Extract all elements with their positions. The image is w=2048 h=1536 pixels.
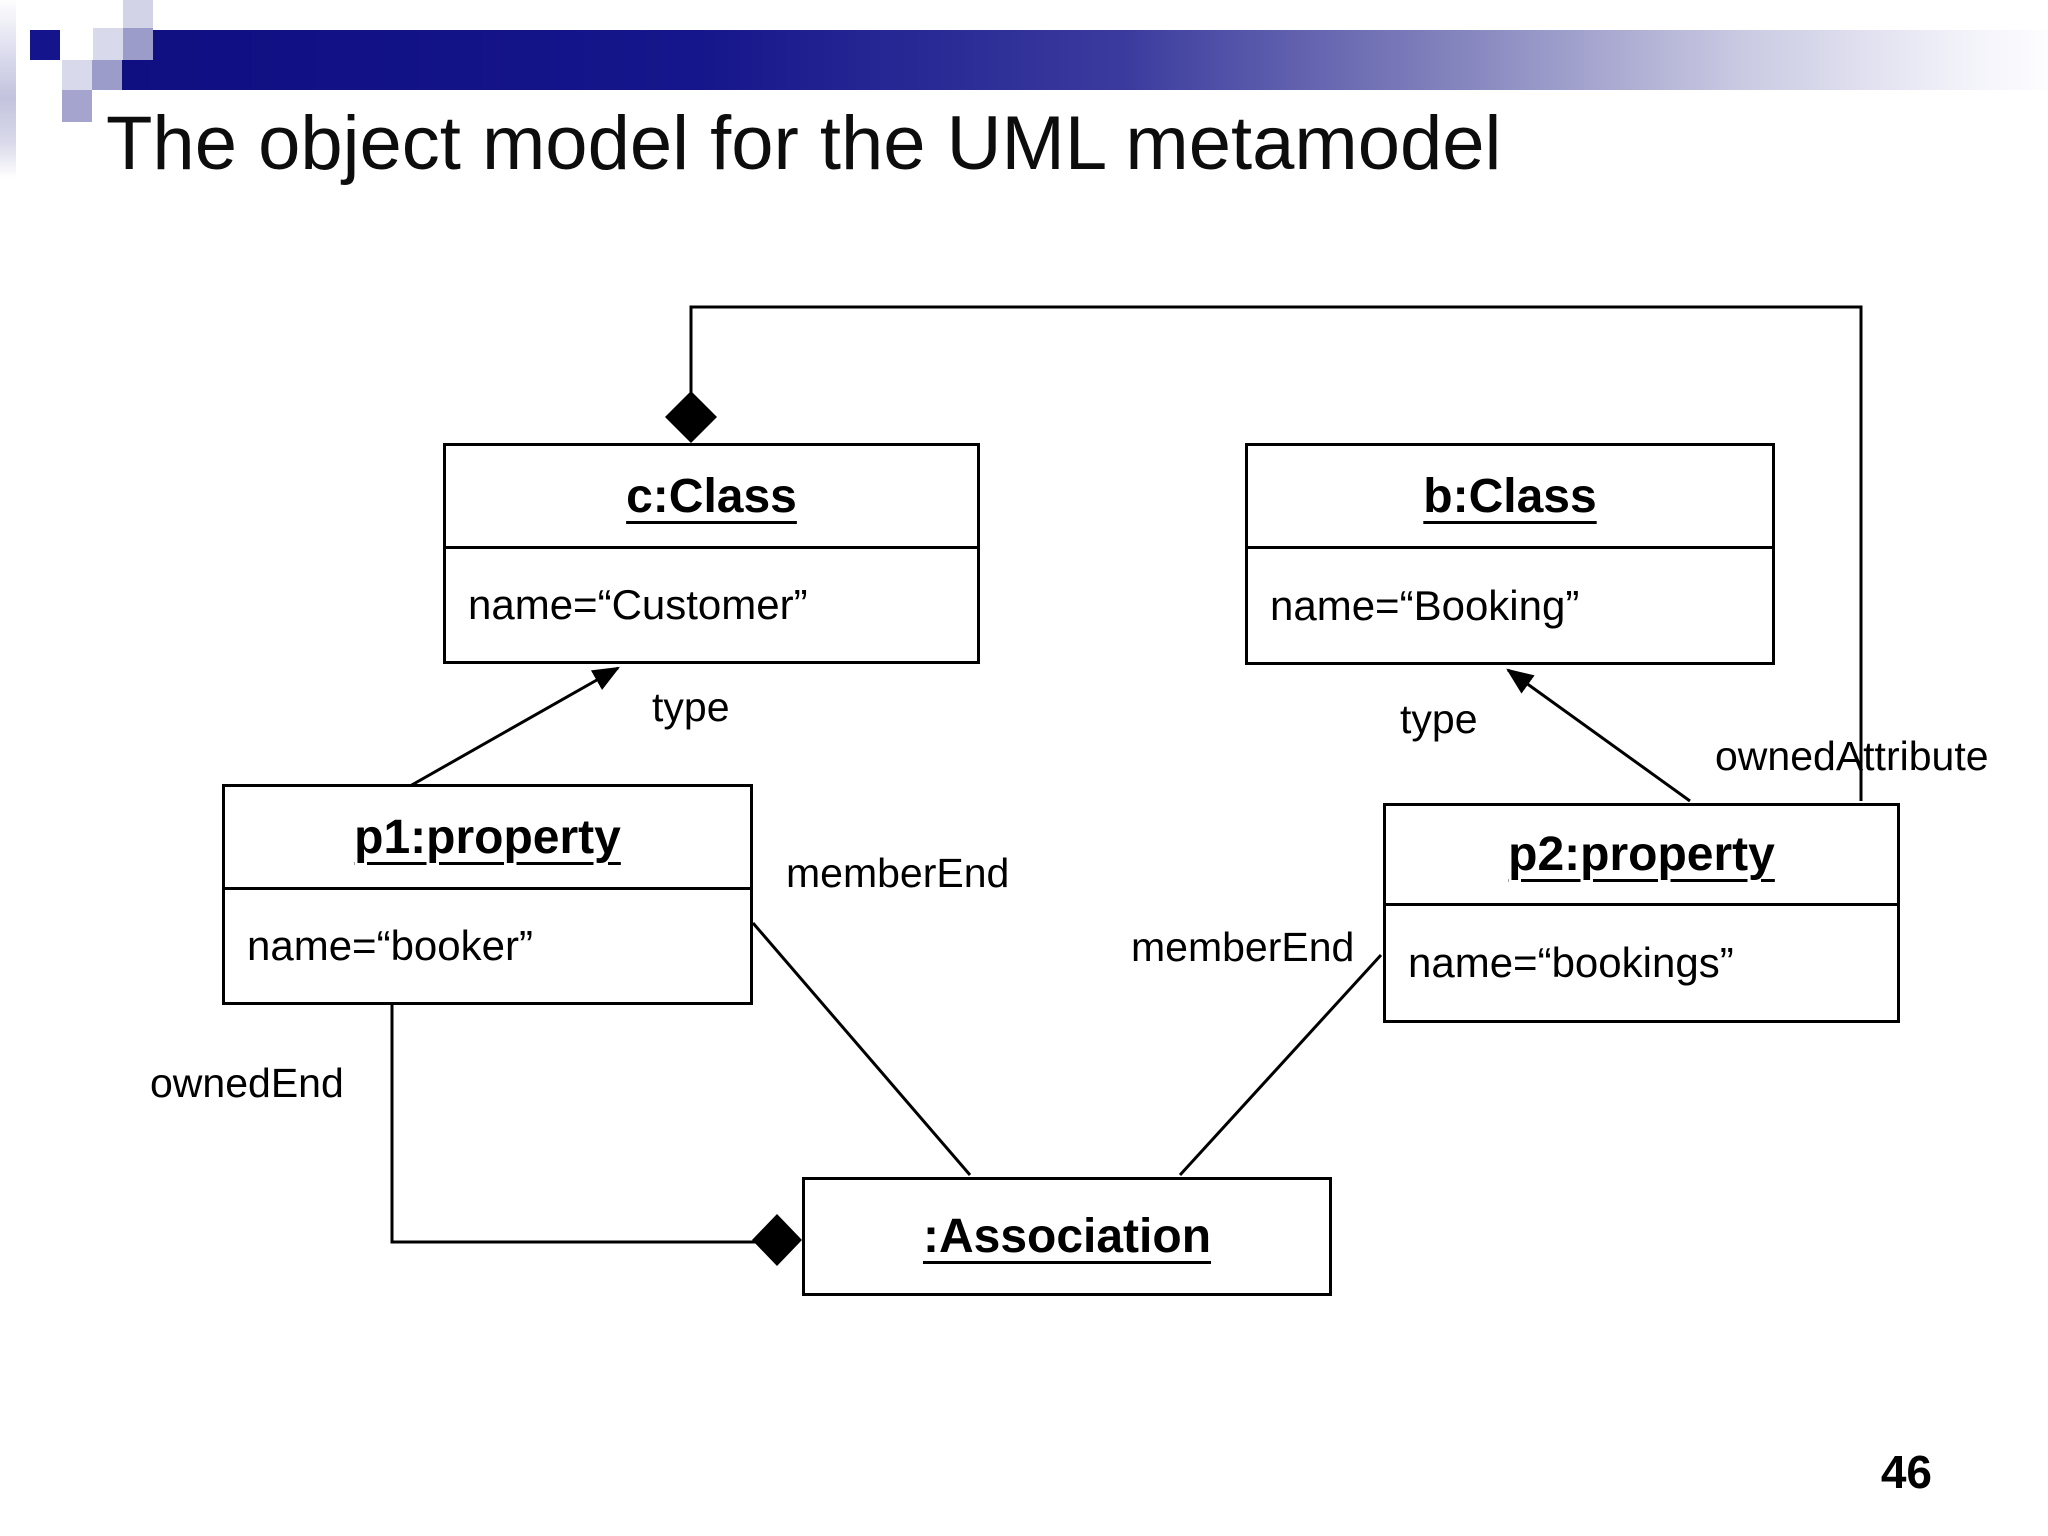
banner-square-light-2 <box>123 0 153 28</box>
object-box-b-class: b:Class name=“Booking” <box>1245 443 1775 665</box>
label-type-right: type <box>1400 696 1478 742</box>
label-member-end-left: memberEnd <box>786 850 1010 896</box>
object-attribute: name=“Customer” <box>468 581 808 628</box>
object-box-c-class: c:Class name=“Customer” <box>443 443 980 664</box>
object-name: c:Class <box>446 446 977 549</box>
banner-square-navy <box>30 30 60 60</box>
edge-owned-end <box>390 1005 756 1244</box>
edge-member-end-right <box>1178 953 1383 1177</box>
label-owned-end: ownedEnd <box>150 1060 344 1106</box>
object-box-p1-property: p1:property name=“booker” <box>222 784 753 1005</box>
object-name: :Association <box>922 1210 1212 1263</box>
edge-type-right <box>1506 668 1691 803</box>
object-name: p2:property <box>1386 806 1897 906</box>
object-attribute: name=“bookings” <box>1408 939 1734 986</box>
label-member-end-right: memberEnd <box>1131 924 1355 970</box>
banner-square-medium-1 <box>123 28 153 60</box>
object-box-association: :Association <box>802 1177 1332 1296</box>
object-name: b:Class <box>1248 446 1772 549</box>
page-number: 46 <box>1880 1446 1932 1498</box>
edge-type-left <box>409 666 620 788</box>
edge-member-end-left <box>751 922 972 1176</box>
banner-left-strip <box>0 0 16 178</box>
label-type-left: type <box>652 684 730 730</box>
banner-square-medium-2 <box>92 60 122 90</box>
label-owned-attribute: ownedAttribute <box>1715 733 1989 779</box>
page-title: The object model for the UML metamodel <box>106 101 1502 186</box>
composition-diamond-class-icon <box>665 391 717 443</box>
composition-diamond-association-icon <box>752 1214 802 1266</box>
object-box-p2-property: p2:property name=“bookings” <box>1383 803 1900 1023</box>
banner-square-light-1 <box>93 28 123 60</box>
object-attribute: name=“booker” <box>247 922 533 969</box>
object-attribute: name=“Booking” <box>1270 581 1580 629</box>
banner-square-light-3 <box>62 60 92 90</box>
banner-gradient-bar <box>120 30 2048 90</box>
object-name: p1:property <box>225 787 750 890</box>
banner-square-medium-3 <box>62 90 92 122</box>
edge-owned-attribute <box>689 305 1863 801</box>
